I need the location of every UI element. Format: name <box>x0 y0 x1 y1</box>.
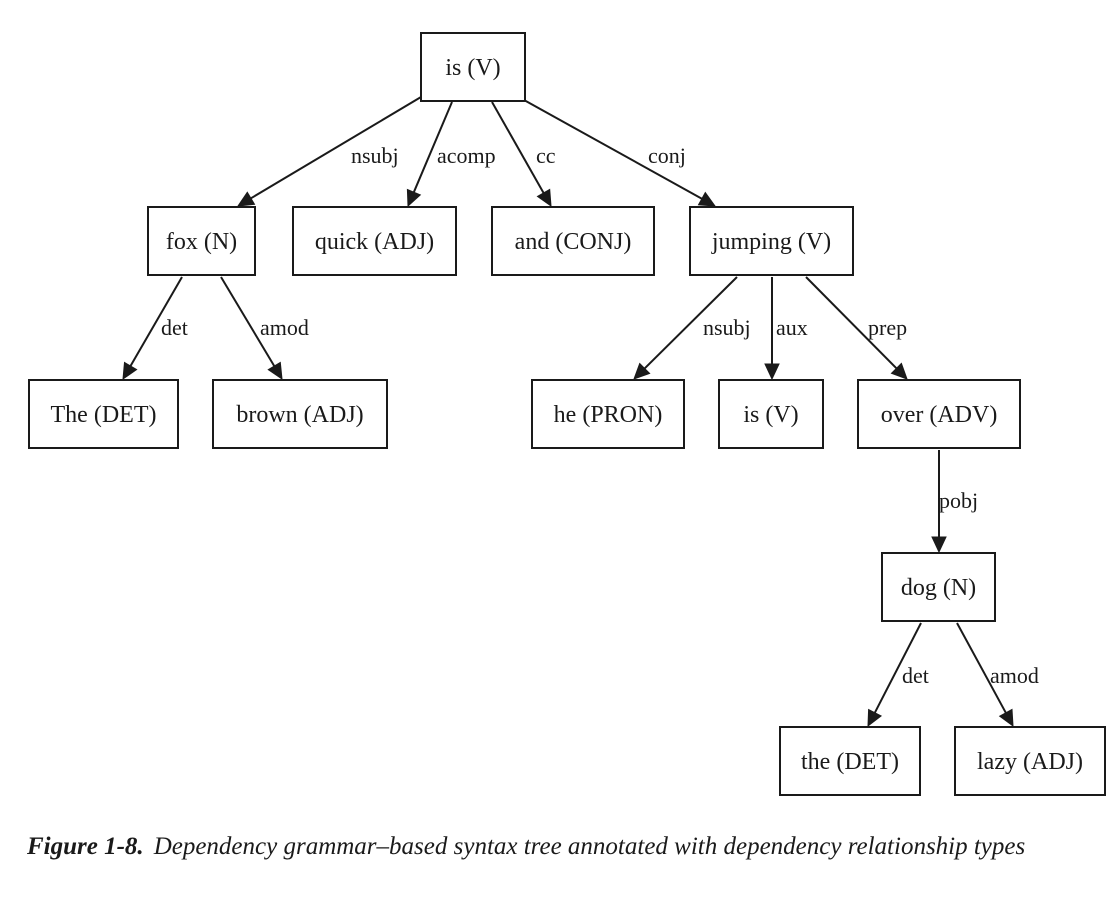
arrowhead-icon <box>236 191 256 207</box>
edge-line <box>956 622 1007 714</box>
node-box <box>147 206 256 276</box>
arrowhead-icon <box>890 362 908 380</box>
node-label: quick (ADJ) <box>315 229 434 255</box>
edge-label-cc: cc <box>536 143 556 168</box>
dependency-edge: nsubj <box>236 96 422 207</box>
node-box <box>420 32 526 102</box>
node-label: is (V) <box>743 402 798 428</box>
node-label: dog (N) <box>901 575 976 601</box>
node-box <box>531 379 685 449</box>
edge-label-det: det <box>902 663 929 688</box>
arrowhead-icon <box>867 708 883 728</box>
node-box <box>718 379 824 449</box>
tree-node: the (DET) <box>779 726 921 796</box>
edge-line <box>873 622 922 714</box>
edge-line <box>643 276 738 370</box>
edge-label-acomp: acomp <box>437 143 496 168</box>
edge-line <box>412 101 453 193</box>
figure-number: Figure 1-8. <box>27 833 144 860</box>
dependency-tree-figure: nsubj acomp cc conj det amod nsubj aux prep pobj d… <box>28 32 1106 796</box>
node-box <box>212 379 388 449</box>
arrowhead-icon <box>764 363 780 381</box>
node-label: The (DET) <box>51 402 157 428</box>
tree-node: over (ADV) <box>857 379 1021 449</box>
tree-node: he (PRON) <box>531 379 685 449</box>
tree-node: and (CONJ) <box>491 206 655 276</box>
edge-label-nsubj: nsubj <box>351 143 399 168</box>
dependency-edge: conj <box>523 99 717 207</box>
node-label: fox (N) <box>166 229 237 255</box>
arrowhead-icon <box>998 708 1014 728</box>
node-label: he (PRON) <box>554 402 663 428</box>
tree-node: lazy (ADJ) <box>954 726 1106 796</box>
edge-label-conj: conj <box>648 143 686 168</box>
tree-node: is (V) <box>718 379 824 449</box>
dependency-edge: prep <box>805 276 908 380</box>
arrowhead-icon <box>931 536 947 554</box>
dependency-edge: aux <box>764 277 808 381</box>
node-label: and (CONJ) <box>515 229 632 255</box>
node-label: is (V) <box>445 55 500 81</box>
edge-label-amod: amod <box>260 315 309 340</box>
arrowhead-icon <box>536 188 552 208</box>
dependency-edge: acomp <box>406 101 496 208</box>
figure-caption: Figure 1-8. Dependency grammar–based synt… <box>27 830 1087 863</box>
node-label: jumping (V) <box>711 229 831 255</box>
arrowhead-icon <box>633 362 651 380</box>
edge-line <box>805 276 898 370</box>
node-label: brown (ADJ) <box>236 402 363 428</box>
edge-label-prep: prep <box>868 315 907 340</box>
arrowhead-icon <box>122 361 138 381</box>
edge-label-amod: amod <box>990 663 1039 688</box>
node-box <box>881 552 996 622</box>
tree-node: quick (ADJ) <box>292 206 457 276</box>
dependency-edge: pobj <box>931 450 978 554</box>
arrowhead-icon <box>406 188 422 208</box>
node-box <box>779 726 921 796</box>
nodes-layer: is (V) fox (N) quick (ADJ) and (CONJ) jumpin… <box>28 32 1106 796</box>
node-label: lazy (ADJ) <box>977 749 1083 775</box>
dependency-edge: cc <box>491 101 556 208</box>
node-label: the (DET) <box>801 749 899 775</box>
caption-text: Dependency grammar–based syntax tree ann… <box>153 833 1026 860</box>
node-box <box>28 379 179 449</box>
dependency-edge: nsubj <box>633 276 751 380</box>
tree-node: is (V) <box>420 32 526 102</box>
edge-line <box>129 276 183 367</box>
dependency-edge: det <box>122 276 188 381</box>
node-label: over (ADV) <box>881 402 998 428</box>
node-box <box>491 206 655 276</box>
edges-layer: nsubj acomp cc conj det amod nsubj aux prep pobj d… <box>122 96 1039 728</box>
node-box <box>292 206 457 276</box>
tree-node: The (DET) <box>28 379 179 449</box>
edge-label-nsubj: nsubj <box>703 315 751 340</box>
node-box <box>689 206 854 276</box>
dependency-edge: det <box>867 622 929 728</box>
edge-label-aux: aux <box>776 315 808 340</box>
edge-line <box>491 101 545 194</box>
edge-line <box>250 96 422 200</box>
dependency-edge: amod <box>220 276 309 381</box>
dependency-edge: amod <box>956 622 1039 728</box>
dependency-tree-diagram: nsubj acomp cc conj det amod nsubj aux prep pobj d… <box>28 32 1106 796</box>
tree-node: brown (ADJ) <box>212 379 388 449</box>
arrowhead-icon <box>267 361 283 381</box>
node-box <box>954 726 1106 796</box>
node-box <box>857 379 1021 449</box>
edge-line <box>220 276 276 367</box>
edge-label-det: det <box>161 315 188 340</box>
tree-node: dog (N) <box>881 552 996 622</box>
tree-node: jumping (V) <box>689 206 854 276</box>
arrowhead-icon <box>697 191 717 207</box>
edge-line <box>523 99 703 200</box>
tree-node: fox (N) <box>147 206 256 276</box>
edge-label-pobj: pobj <box>939 488 978 513</box>
